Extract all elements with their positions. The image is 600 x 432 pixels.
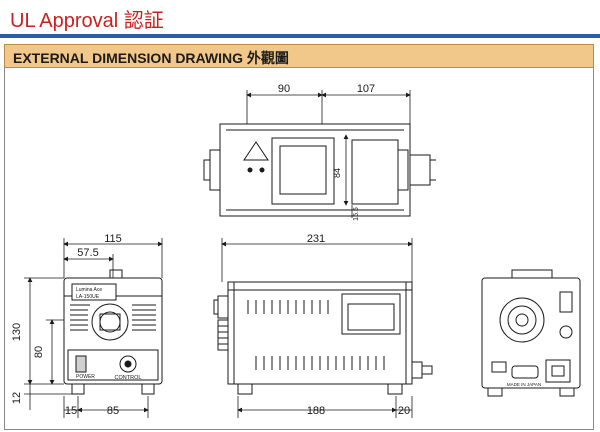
nameplate-brand: Lumina Ace [76, 287, 102, 293]
front-view-foot-left [71, 383, 85, 395]
page-title: UL Approval 認証 [10, 10, 164, 32]
dim-side-width: 231 [307, 233, 325, 245]
back-view-power-inlet [545, 359, 571, 383]
warning-triangle-icon [243, 141, 269, 161]
power-switch-label: POWER [76, 374, 95, 380]
dim-front-bottom: 12 [11, 392, 23, 404]
dim-front-height: 130 [11, 323, 23, 341]
dim-top-small: 15.5 [353, 207, 360, 221]
side-view-label-plate [341, 293, 401, 335]
top-view [203, 123, 436, 217]
side-view [213, 281, 433, 395]
dim-front-mid: 80 [33, 346, 45, 358]
front-view-lamp-port [91, 303, 129, 341]
side-view-grip [217, 319, 229, 351]
header-rule [0, 34, 600, 38]
dim-top-left-width: 90 [278, 83, 290, 95]
dim-front-left-offset: 15 [65, 405, 77, 417]
section-title: EXTERNAL DIMENSION DRAWING 外觀圖 [13, 50, 289, 66]
back-view-fan-grille [499, 297, 545, 343]
back-view-origin-label: MADE IN JAPAN [507, 382, 541, 387]
top-view-rear-box [351, 139, 399, 205]
front-view-foot-right [141, 383, 155, 395]
front-view [63, 269, 163, 395]
power-switch [75, 355, 87, 373]
control-label: CONTROL [115, 375, 142, 381]
section-header-bar: EXTERNAL DIMENSION DRAWING 外觀圖 [4, 44, 594, 68]
dim-front-width: 115 [104, 233, 122, 245]
dim-side-base: 188 [307, 405, 325, 417]
dim-side-right-offset: 20 [398, 405, 410, 417]
back-view-switch [559, 291, 573, 313]
top-view-rear-clamp [409, 154, 431, 186]
side-view-rear-connector [411, 361, 423, 379]
control-knob [119, 355, 137, 373]
drawing-frame [4, 68, 594, 430]
back-view [481, 269, 581, 397]
back-view-db-connector [511, 365, 539, 379]
front-view-nameplate [71, 283, 117, 301]
dim-front-inner: 57.5 [77, 247, 98, 259]
top-view-front-knob [209, 149, 221, 191]
back-view-fuse [559, 325, 573, 339]
dim-front-base: 85 [107, 405, 119, 417]
top-view-label-plate [271, 137, 335, 205]
front-view-control-panel [67, 349, 159, 381]
dim-top-height: 84 [332, 168, 342, 178]
nameplate-model: LA-150UE [76, 294, 100, 300]
dim-top-right-width: 107 [357, 83, 375, 95]
